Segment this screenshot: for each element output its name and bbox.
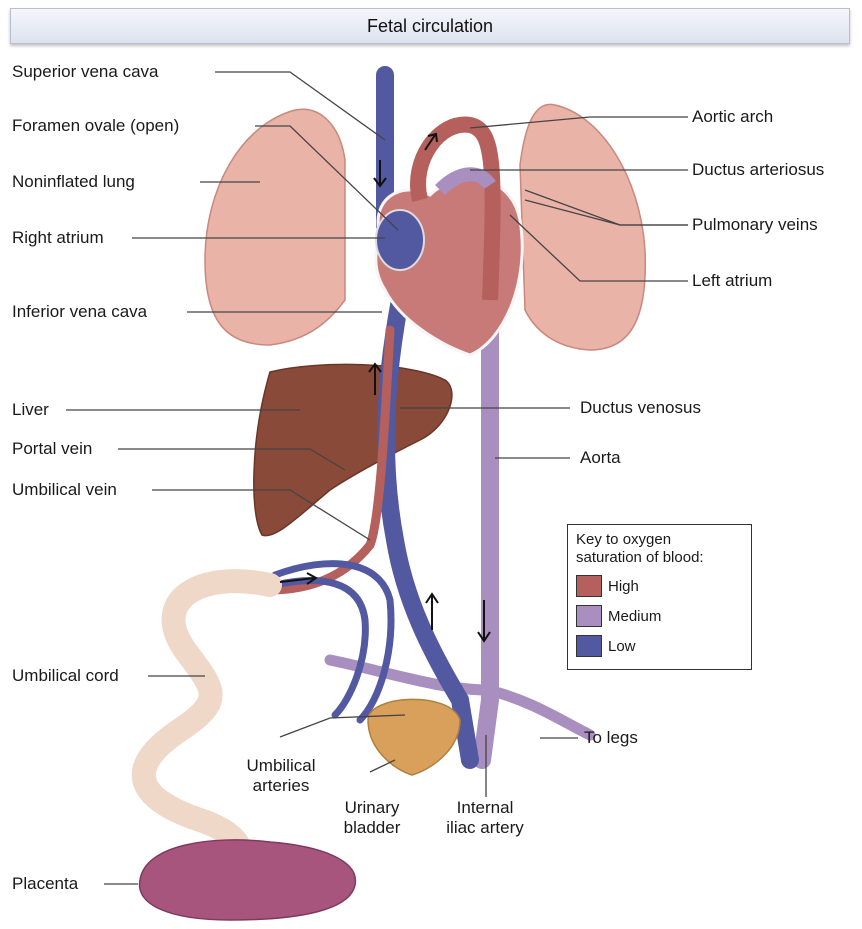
urinary-bladder-shape (368, 699, 460, 775)
label-right-atrium: Right atrium (12, 228, 104, 248)
label-placenta: Placenta (12, 874, 78, 894)
key-label-low: Low (608, 638, 636, 655)
key-row-medium: Medium (576, 605, 743, 627)
label-ductus-arteriosus: Ductus arteriosus (692, 160, 824, 180)
key-label-high: High (608, 578, 639, 595)
label-foramen-ovale: Foramen ovale (open) (12, 116, 179, 136)
label-left-atrium: Left atrium (692, 271, 772, 291)
label-umbilical-arteries-line2: arteries (228, 776, 334, 796)
label-urinary-bladder: Urinary bladder (322, 798, 422, 838)
key-title-line1: Key to oxygen (576, 531, 743, 549)
label-aortic-arch: Aortic arch (692, 107, 773, 127)
right-lung-shape (205, 109, 345, 345)
label-umbilical-arteries-line1: Umbilical (228, 756, 334, 776)
oxygen-saturation-key: Key to oxygen saturation of blood: High … (567, 524, 752, 670)
label-superior-vena-cava: Superior vena cava (12, 62, 158, 82)
label-portal-vein: Portal vein (12, 439, 92, 459)
umbilical-cord-shape (144, 581, 270, 860)
label-internal-iliac-line1: Internal (430, 798, 540, 818)
right-atrium-shape (376, 210, 424, 270)
label-umbilical-vein: Umbilical vein (12, 480, 117, 500)
liver-shape (254, 364, 452, 535)
placenta-shape (140, 840, 356, 920)
label-pulmonary-veins: Pulmonary veins (692, 215, 818, 235)
key-title-line2: saturation of blood: (576, 549, 743, 567)
left-lung-shape (520, 104, 645, 350)
inferior-vena-cava-vessel (386, 300, 470, 760)
label-umbilical-arteries: Umbilical arteries (228, 756, 334, 796)
key-label-medium: Medium (608, 608, 661, 625)
label-urinary-bladder-line2: bladder (322, 818, 422, 838)
key-swatch-high (576, 575, 602, 597)
label-internal-iliac-line2: iliac artery (430, 818, 540, 838)
label-internal-iliac-artery: Internal iliac artery (430, 798, 540, 838)
label-ductus-venosus: Ductus venosus (580, 398, 701, 418)
label-liver: Liver (12, 400, 49, 420)
label-umbilical-cord: Umbilical cord (12, 666, 119, 686)
label-noninflated-lung: Noninflated lung (12, 172, 135, 192)
key-swatch-low (576, 635, 602, 657)
label-to-legs: To legs (584, 728, 638, 748)
key-row-high: High (576, 575, 743, 597)
label-inferior-vena-cava: Inferior vena cava (12, 302, 147, 322)
key-row-low: Low (576, 635, 743, 657)
label-urinary-bladder-line1: Urinary (322, 798, 422, 818)
key-swatch-medium (576, 605, 602, 627)
label-aorta: Aorta (580, 448, 621, 468)
